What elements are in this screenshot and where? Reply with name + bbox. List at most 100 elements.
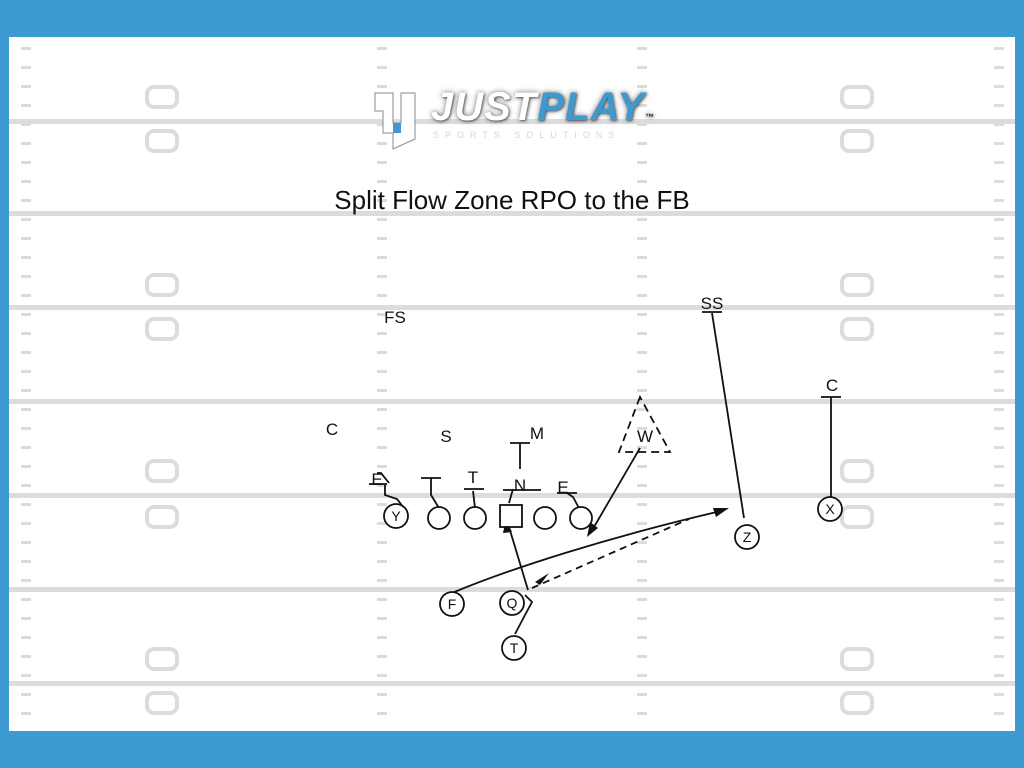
end-left-label: E bbox=[371, 470, 382, 489]
hash-tick bbox=[21, 712, 31, 715]
tailback-path bbox=[514, 594, 534, 635]
hash-tick bbox=[637, 560, 647, 563]
hash-tick bbox=[377, 598, 387, 601]
hash-tick bbox=[994, 636, 1004, 639]
ss-to-z-line bbox=[711, 312, 745, 519]
hash-tick bbox=[994, 218, 1004, 221]
hash-tick bbox=[21, 275, 31, 278]
hash-tick bbox=[637, 579, 647, 582]
hash-tick bbox=[377, 636, 387, 639]
hash-tick bbox=[377, 674, 387, 677]
hash-tick bbox=[377, 199, 387, 202]
fullback-marker bbox=[439, 591, 465, 617]
free-safety-label: FS bbox=[384, 308, 406, 327]
arrowhead-fullback bbox=[713, 508, 729, 517]
hash-tick bbox=[637, 199, 647, 202]
logo-subtitle: SPORTS SOLUTIONS bbox=[433, 130, 621, 140]
hash-tick bbox=[994, 579, 1004, 582]
hash-tick bbox=[637, 313, 647, 316]
hash-tick bbox=[377, 389, 387, 392]
hash-tick bbox=[21, 370, 31, 373]
hash-tick bbox=[21, 218, 31, 221]
field-number-marker bbox=[145, 647, 179, 671]
block-path-y bbox=[384, 485, 405, 509]
hash-tick bbox=[637, 66, 647, 69]
yard-line bbox=[9, 119, 1015, 124]
yard-line bbox=[9, 211, 1015, 216]
hash-tick bbox=[377, 541, 387, 544]
tight-end-marker bbox=[383, 503, 409, 529]
hash-tick bbox=[994, 85, 1004, 88]
strong-safety-label: SS bbox=[701, 294, 724, 313]
hash-tick bbox=[21, 256, 31, 259]
field-number-marker bbox=[145, 85, 179, 109]
hash-tick bbox=[637, 275, 647, 278]
hash-tick bbox=[377, 712, 387, 715]
field-number-marker bbox=[145, 273, 179, 297]
just-play-logo: JUSTPLAY™ SPORTS SOLUTIONS bbox=[369, 83, 669, 155]
hash-tick bbox=[21, 427, 31, 430]
hash-tick bbox=[377, 275, 387, 278]
pass-option-line bbox=[531, 518, 690, 589]
yard-line bbox=[9, 305, 1015, 310]
hash-tick bbox=[994, 503, 1004, 506]
hash-tick bbox=[21, 446, 31, 449]
hash-tick bbox=[994, 389, 1004, 392]
hash-tick bbox=[637, 674, 647, 677]
hash-tick bbox=[994, 123, 1004, 126]
yard-line bbox=[9, 399, 1015, 404]
hash-tick bbox=[637, 655, 647, 658]
hash-tick bbox=[994, 47, 1004, 50]
field-number-marker bbox=[840, 317, 874, 341]
right-tackle-marker bbox=[569, 506, 593, 530]
hash-tick bbox=[637, 636, 647, 639]
hash-tick bbox=[377, 237, 387, 240]
hash-tick bbox=[994, 142, 1004, 145]
hash-tick bbox=[377, 617, 387, 620]
hash-tick bbox=[377, 484, 387, 487]
hash-tick bbox=[377, 85, 387, 88]
hash-tick bbox=[21, 161, 31, 164]
hash-tick bbox=[21, 465, 31, 468]
hash-tick bbox=[21, 560, 31, 563]
tailback-marker bbox=[501, 635, 527, 661]
field-number-marker bbox=[840, 85, 874, 109]
hash-tick bbox=[637, 47, 647, 50]
logo-trademark: ™ bbox=[644, 112, 655, 122]
hash-tick bbox=[637, 237, 647, 240]
hash-tick bbox=[21, 541, 31, 544]
hash-tick bbox=[377, 218, 387, 221]
logo-title: JUSTPLAY™ bbox=[431, 87, 655, 137]
defense-labels: FS SS C C S M W E T N E bbox=[326, 294, 838, 497]
hash-tick bbox=[637, 104, 647, 107]
hash-tick bbox=[21, 636, 31, 639]
field-number-marker bbox=[840, 691, 874, 715]
hash-tick bbox=[21, 579, 31, 582]
split-end-marker bbox=[817, 496, 843, 522]
hash-tick bbox=[21, 47, 31, 50]
hash-tick bbox=[21, 123, 31, 126]
hash-tick bbox=[21, 522, 31, 525]
hash-tick bbox=[377, 560, 387, 563]
hash-tick bbox=[377, 465, 387, 468]
right-guard-marker bbox=[533, 506, 557, 530]
hash-tick bbox=[637, 123, 647, 126]
hash-tick bbox=[21, 237, 31, 240]
block-end-left bbox=[377, 472, 390, 484]
logo-mark-icon bbox=[374, 92, 416, 150]
hash-tick bbox=[21, 351, 31, 354]
hash-tick bbox=[21, 617, 31, 620]
hash-tick bbox=[994, 161, 1004, 164]
fullback-route bbox=[451, 510, 722, 594]
hash-tick bbox=[21, 693, 31, 696]
hash-tick bbox=[994, 408, 1004, 411]
yard-line bbox=[9, 681, 1015, 686]
field-number-marker bbox=[145, 691, 179, 715]
football-field: Y F Q T Z X FS SS C C S M W E T N E J bbox=[9, 37, 1015, 731]
hash-tick bbox=[637, 522, 647, 525]
hash-tick bbox=[994, 199, 1004, 202]
hash-tick bbox=[994, 427, 1004, 430]
hash-tick bbox=[637, 332, 647, 335]
logo-title-just: JUST bbox=[431, 85, 538, 129]
hash-tick bbox=[21, 408, 31, 411]
